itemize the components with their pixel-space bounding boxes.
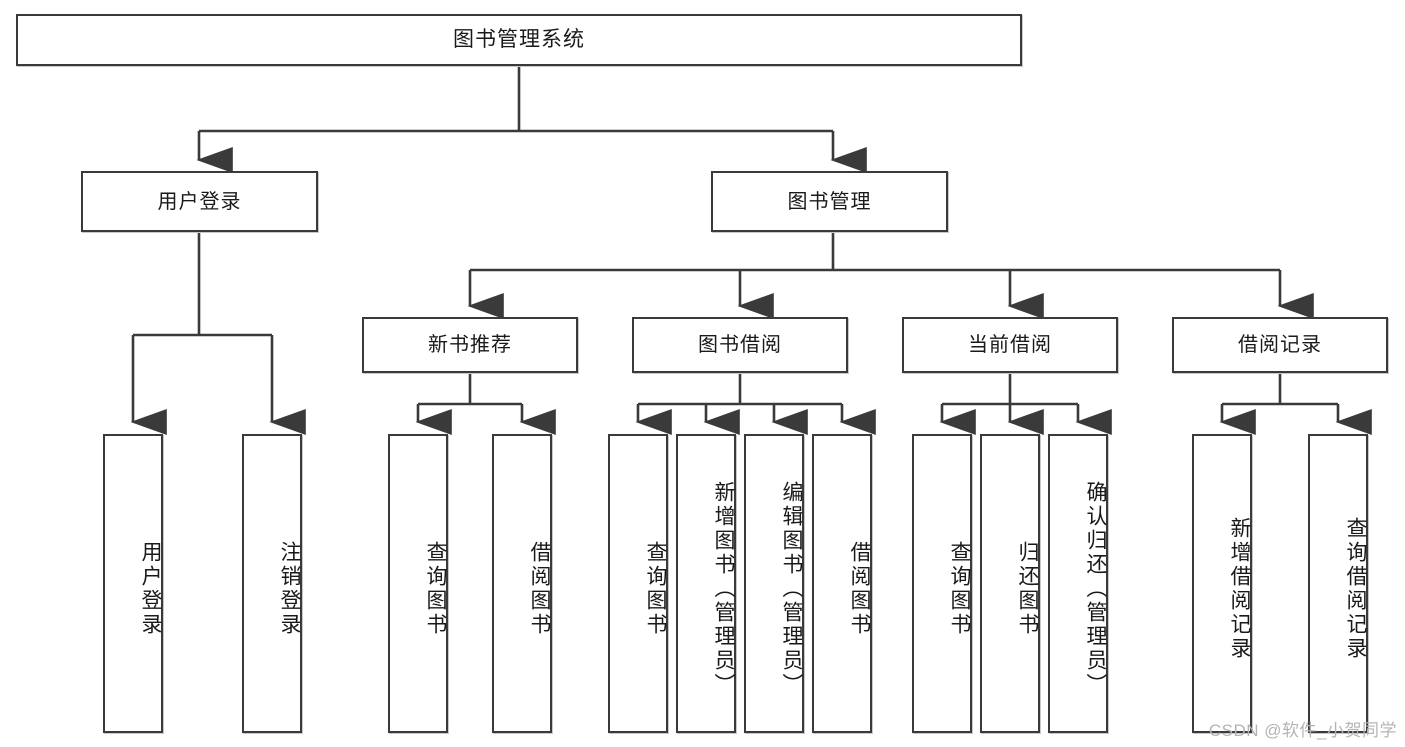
node-book-borrow[interactable]: 图书借阅 [632, 317, 848, 373]
leaf-label: 归还图书 [1016, 540, 1039, 637]
leaf-confirm-return-admin[interactable]: 确认归还（管理员） [1048, 434, 1108, 733]
node-current-borrow[interactable]: 当前借阅 [902, 317, 1118, 373]
leaf-query-book-current[interactable]: 查询图书 [912, 434, 972, 733]
leaf-return-book[interactable]: 归还图书 [980, 434, 1040, 733]
leaf-label: 用户登录 [139, 540, 162, 637]
leaf-label: 注销登录 [278, 540, 301, 637]
leaf-borrow-book-new[interactable]: 借阅图书 [492, 434, 552, 733]
csdn-watermark: CSDN @软件_小贺同学 [1208, 721, 1397, 740]
leaf-label: 新增图书（管理员） [712, 480, 735, 697]
leaf-label: 借阅图书 [528, 540, 551, 637]
node-root-library-system[interactable]: 图书管理系统 [16, 14, 1022, 66]
leaf-label: 查询图书 [644, 540, 667, 637]
leaf-edit-book-admin[interactable]: 编辑图书（管理员） [744, 434, 804, 733]
leaf-user-login[interactable]: 用户登录 [103, 434, 163, 733]
leaf-borrow-book[interactable]: 借阅图书 [812, 434, 872, 733]
node-borrow-record[interactable]: 借阅记录 [1172, 317, 1388, 373]
leaf-query-book-new[interactable]: 查询图书 [388, 434, 448, 733]
leaf-query-borrow-record[interactable]: 查询借阅记录 [1308, 434, 1368, 733]
leaf-label: 查询图书 [424, 540, 447, 637]
leaf-query-book-borrow[interactable]: 查询图书 [608, 434, 668, 733]
leaf-label: 查询借阅记录 [1344, 516, 1367, 661]
leaf-label: 查询图书 [948, 540, 971, 637]
node-new-book-recommend[interactable]: 新书推荐 [362, 317, 578, 373]
leaf-label: 编辑图书（管理员） [780, 480, 803, 697]
leaf-add-book-admin[interactable]: 新增图书（管理员） [676, 434, 736, 733]
node-book-management[interactable]: 图书管理 [711, 171, 948, 232]
leaf-label: 确认归还（管理员） [1084, 480, 1107, 697]
leaf-label: 借阅图书 [848, 540, 871, 637]
node-user-login[interactable]: 用户登录 [81, 171, 318, 232]
leaf-logout[interactable]: 注销登录 [242, 434, 302, 733]
leaf-label: 新增借阅记录 [1228, 516, 1251, 661]
leaf-add-borrow-record[interactable]: 新增借阅记录 [1192, 434, 1252, 733]
